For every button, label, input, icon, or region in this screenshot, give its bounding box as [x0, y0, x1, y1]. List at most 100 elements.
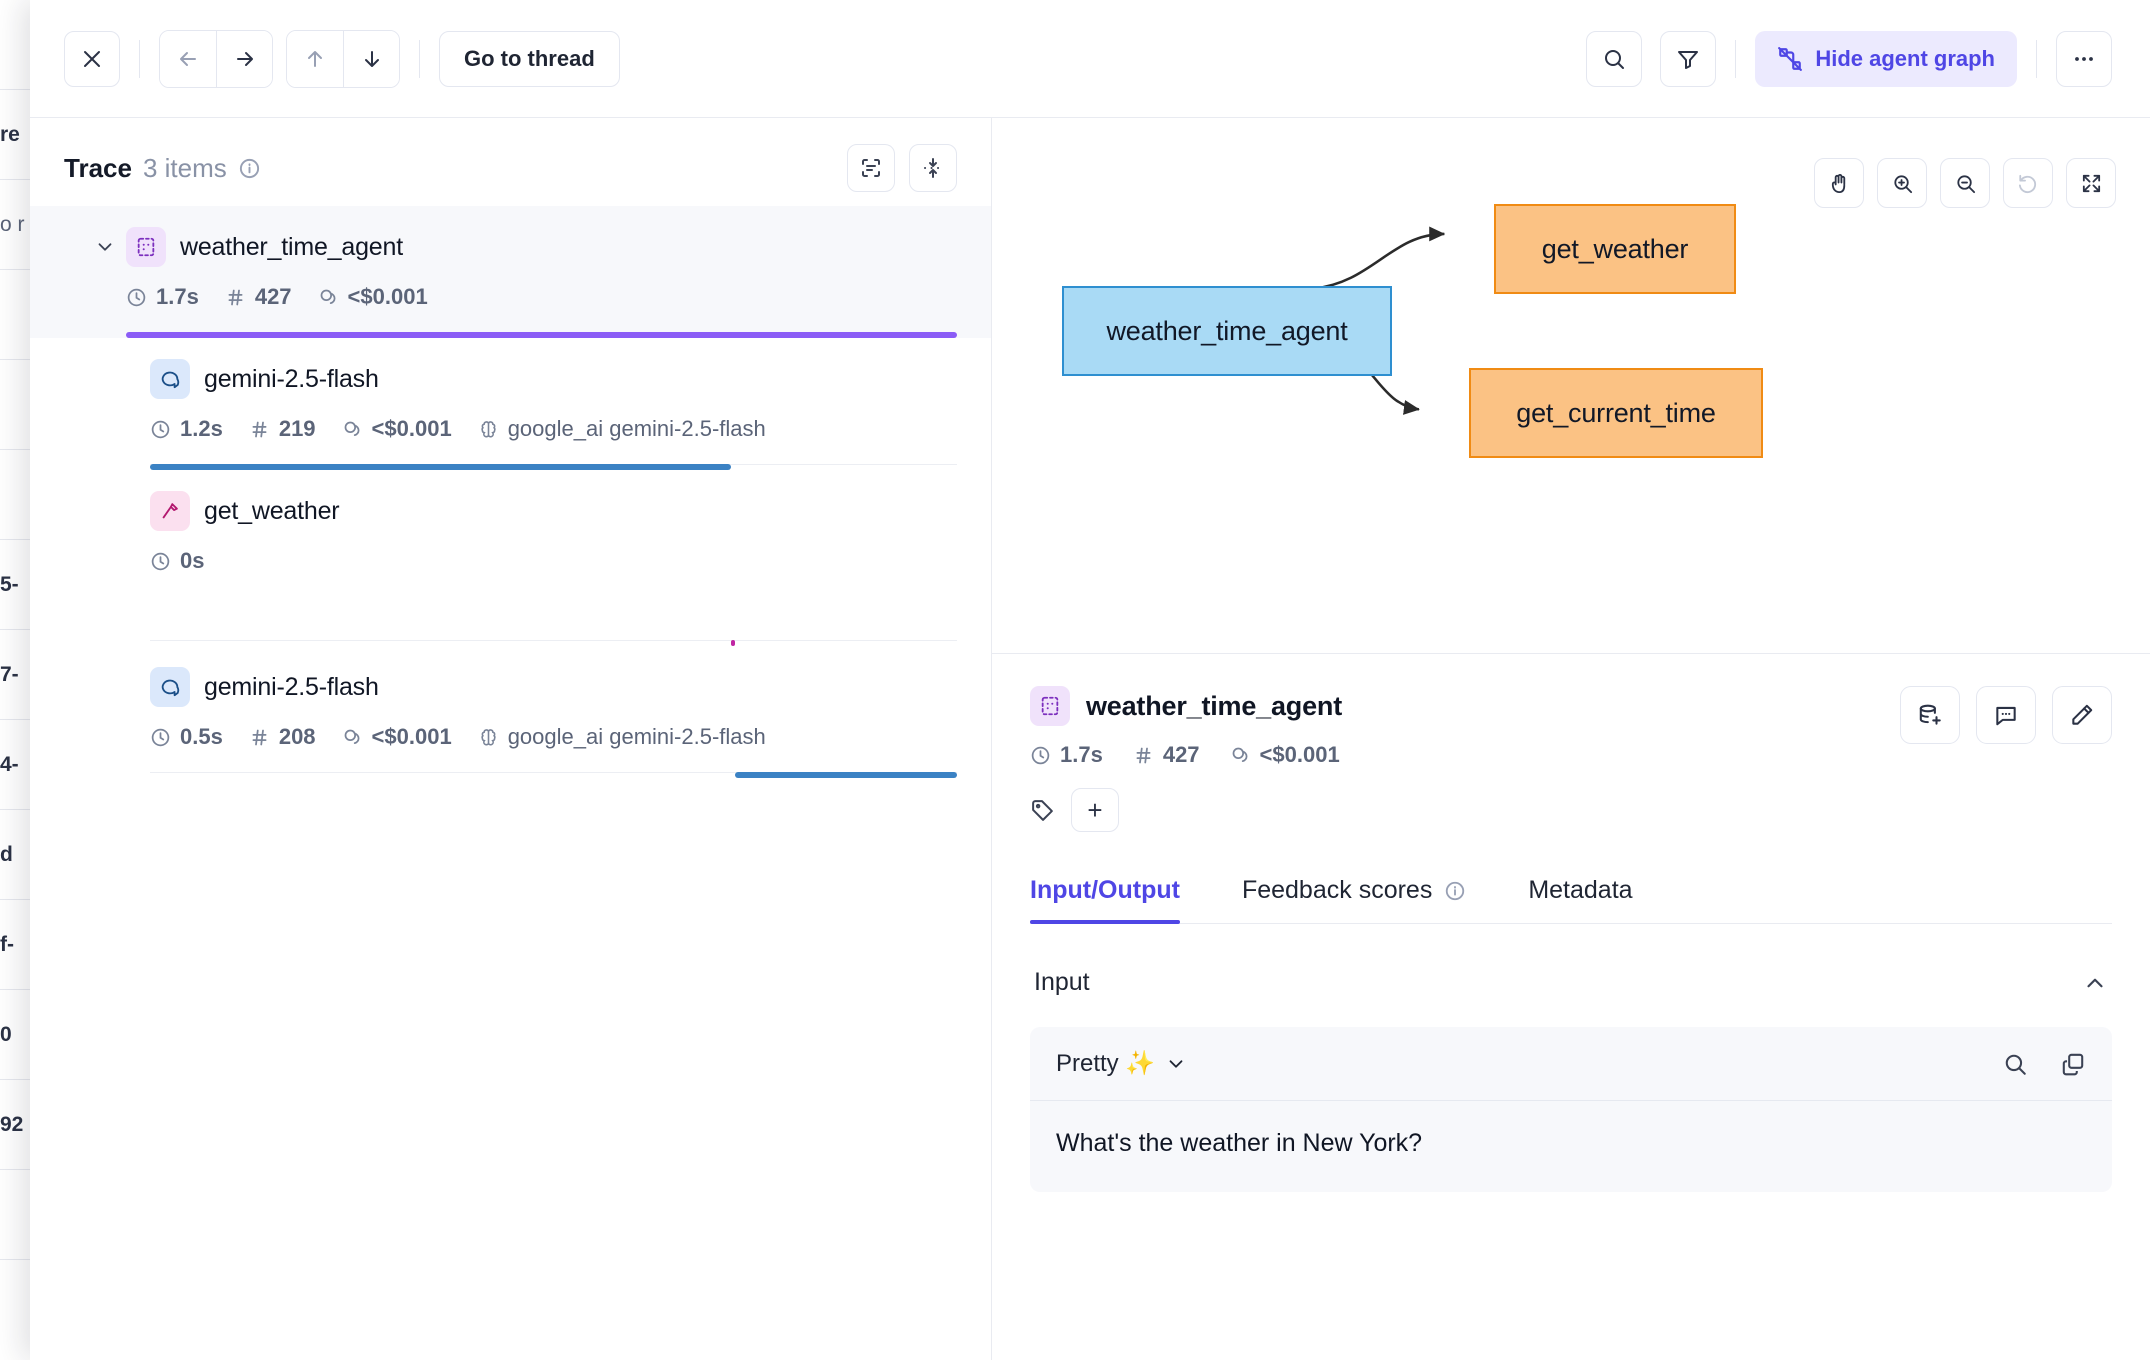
view-mode-dropdown[interactable]: Pretty ✨	[1056, 1049, 1187, 1078]
trace-row-gemini-1[interactable]: gemini-2.5-flash 1.2s	[30, 338, 991, 470]
trace-row-metrics: 0s	[150, 548, 957, 574]
tab-input-output[interactable]: Input/Output	[1030, 876, 1180, 924]
bg-cell: 5-	[0, 540, 56, 630]
provider-value: google_ai gemini-2.5-flash	[507, 724, 766, 749]
move-up-button[interactable]	[287, 30, 343, 87]
more-options-button[interactable]	[2056, 30, 2112, 87]
search-icon[interactable]	[2002, 1051, 2028, 1077]
clock-icon	[150, 727, 171, 748]
coins-icon	[342, 419, 363, 440]
tool-icon	[150, 491, 190, 531]
tab-label: Feedback scores	[1241, 876, 1433, 904]
cost-value: <$0.001	[347, 284, 428, 309]
coins-icon	[342, 727, 363, 748]
trace-row-name: gemini-2.5-flash	[204, 672, 379, 701]
clock-icon	[150, 419, 171, 440]
add-to-dataset-icon[interactable]	[1900, 686, 1960, 744]
duration-bar	[731, 640, 736, 646]
trace-list-header: Trace 3 items	[30, 118, 991, 206]
info-icon[interactable]	[238, 157, 261, 180]
duration-bar-track	[150, 464, 957, 470]
hash-icon	[225, 287, 246, 308]
hide-agent-graph-label: Hide agent graph	[1815, 45, 1995, 71]
reset-icon[interactable]	[2003, 158, 2053, 208]
comment-icon[interactable]	[1976, 686, 2036, 744]
input-content-toolbar: Pretty ✨	[1030, 1027, 2112, 1101]
pan-hand-icon[interactable]	[1814, 158, 1864, 208]
span-detail-metrics: 1.7s 427	[1030, 742, 1342, 768]
duration-metric: 1.7s	[1030, 742, 1103, 768]
tokens-value: 208	[278, 724, 316, 749]
provider-metric: google_ai gemini-2.5-flash	[478, 724, 766, 750]
trace-title: Trace	[64, 152, 132, 183]
chevron-down-icon[interactable]	[94, 236, 116, 258]
duration-bar	[126, 332, 957, 338]
duration-metric: 0s	[150, 548, 204, 574]
trace-row-name: gemini-2.5-flash	[204, 364, 379, 393]
input-content-actions	[2002, 1051, 2086, 1077]
search-button[interactable]	[1586, 30, 1643, 87]
tokens-metric: 208	[249, 724, 316, 750]
duration-metric: 1.7s	[126, 284, 199, 310]
graph-node-weather-time-agent[interactable]: weather_time_agent	[1062, 286, 1392, 376]
trace-row-name: get_weather	[204, 496, 340, 525]
trace-list-pane: Trace 3 items	[30, 118, 992, 1360]
tab-metadata[interactable]: Metadata	[1528, 876, 1632, 923]
fullscreen-icon[interactable]	[2066, 158, 2116, 208]
drawer-body: Trace 3 items	[30, 118, 2150, 1360]
trace-row-weather-time-agent[interactable]: weather_time_agent 1.7s	[30, 206, 991, 338]
cost-value: <$0.001	[371, 416, 452, 441]
input-section-header[interactable]: Input	[1030, 924, 2112, 1027]
duration-value: 0s	[180, 548, 205, 573]
cost-metric: <$0.001	[318, 284, 428, 310]
copy-icon[interactable]	[2060, 1051, 2086, 1077]
zoom-in-icon[interactable]	[1877, 158, 1927, 208]
previous-trace-button[interactable]	[160, 30, 216, 87]
llm-icon	[150, 359, 190, 399]
view-mode-label: Pretty ✨	[1056, 1050, 1156, 1077]
add-tag-button[interactable]: +	[1071, 788, 1119, 832]
collapse-icon[interactable]	[909, 144, 957, 192]
trace-item-count: 3 items	[142, 152, 227, 183]
tokens-metric: 427	[225, 284, 292, 310]
hash-icon	[249, 727, 270, 748]
input-section-title: Input	[1034, 968, 1090, 996]
duration-bar-track	[126, 332, 957, 338]
bg-cell: 92	[0, 1080, 56, 1170]
llm-icon	[150, 667, 190, 707]
trace-detail-drawer: Go to thread Hide agent graph	[30, 0, 2150, 1360]
bg-cell	[0, 0, 56, 90]
next-trace-button[interactable]	[216, 30, 272, 87]
duration-bar	[735, 772, 957, 778]
tab-feedback-scores[interactable]: Feedback scores	[1242, 876, 1466, 923]
coins-icon	[1230, 745, 1251, 766]
move-down-button[interactable]	[343, 30, 399, 87]
cost-metric: <$0.001	[342, 724, 452, 750]
graph-node-label: get_current_time	[1516, 397, 1716, 428]
graph-node-get-current-time[interactable]: get_current_time	[1469, 368, 1763, 458]
agent-graph[interactable]: weather_time_agent get_weather get_curre…	[992, 118, 2150, 654]
close-button[interactable]	[64, 30, 120, 87]
agent-icon	[1030, 686, 1070, 726]
span-detail-actions	[1900, 686, 2112, 744]
chevron-up-icon[interactable]	[2082, 970, 2108, 996]
bg-cell: 0	[0, 990, 56, 1080]
trace-row-metrics: 1.7s 427	[126, 284, 957, 310]
zoom-out-icon[interactable]	[1940, 158, 1990, 208]
trace-row-gemini-2[interactable]: gemini-2.5-flash 0.5s	[30, 646, 991, 778]
chevron-down-icon	[1165, 1053, 1187, 1075]
go-to-thread-button[interactable]: Go to thread	[439, 30, 620, 87]
bg-cell: 7-	[0, 630, 56, 720]
tag-row: +	[1030, 788, 1342, 832]
bg-cell: f-	[0, 900, 56, 990]
toolbar-divider	[139, 39, 140, 78]
filter-button[interactable]	[1660, 30, 1717, 87]
duration-metric: 0.5s	[150, 724, 223, 750]
text-detail-icon[interactable]	[847, 144, 895, 192]
trace-row-get-weather[interactable]: get_weather 0s	[30, 470, 991, 646]
bg-cell	[0, 360, 56, 450]
hide-agent-graph-button[interactable]: Hide agent graph	[1755, 30, 2017, 87]
graph-node-get-weather[interactable]: get_weather	[1494, 204, 1736, 294]
edit-icon[interactable]	[2052, 686, 2112, 744]
info-icon[interactable]	[1444, 880, 1466, 902]
